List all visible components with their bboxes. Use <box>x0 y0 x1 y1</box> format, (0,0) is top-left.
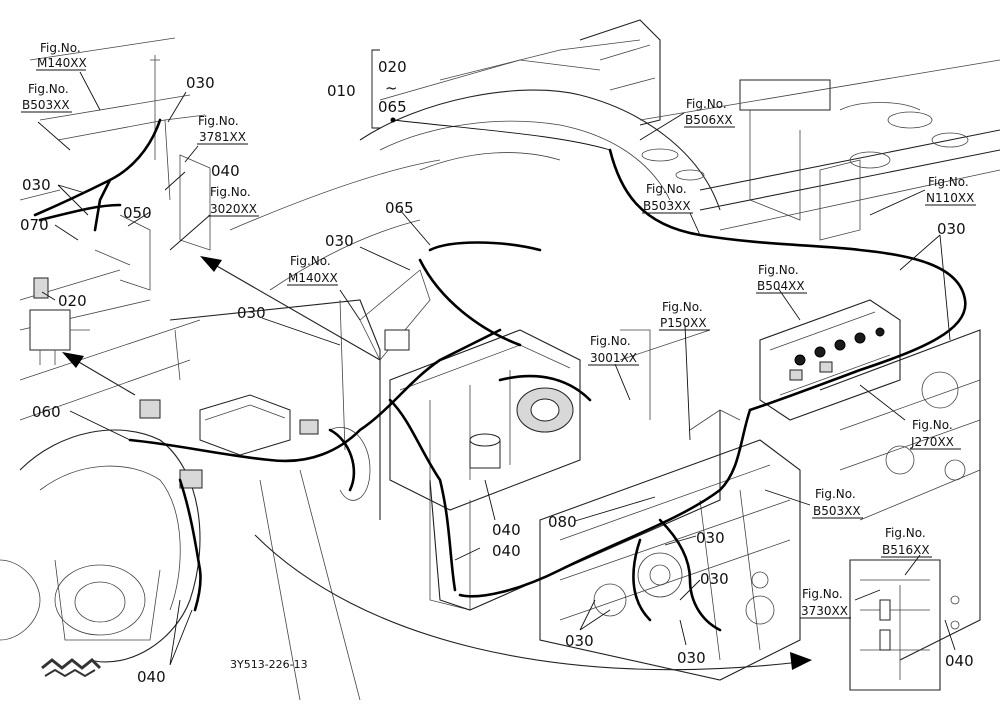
drawing-code: 3Y513-226-13 <box>230 658 308 671</box>
background-line-art <box>0 19 1000 701</box>
part-label-010: 010 <box>327 82 356 100</box>
fig-prefix: Fig.No. <box>802 587 843 601</box>
part-label-080: 080 <box>548 513 577 531</box>
part-label-020: 020 <box>58 292 87 310</box>
fig-ref-b504: B504XX <box>757 279 805 293</box>
harness-wires <box>33 118 967 632</box>
fig-prefix: Fig.No. <box>928 175 969 189</box>
fig-prefix: Fig.No. <box>686 97 727 111</box>
part-label-030-right: 030 <box>937 220 966 238</box>
fig-prefix: Fig.No. <box>28 82 69 96</box>
fig-prefix: Fig.No. <box>815 487 856 501</box>
fig-prefix: Fig.No. <box>662 300 703 314</box>
fig-ref-3781: 3781XX <box>199 130 246 144</box>
leader-lines <box>37 49 956 666</box>
fig-prefix: Fig.No. <box>198 114 239 128</box>
fig-ref-p150: P150XX <box>660 316 707 330</box>
direction-arrows <box>62 256 812 671</box>
range-tilde: ~ <box>385 79 398 97</box>
part-label-040-center-lower: 040 <box>492 542 521 560</box>
part-label-030-left-center: 030 <box>237 304 266 322</box>
fig-ref-b503-lower: B503XX <box>813 504 861 518</box>
fig-ref-3020: 3020XX <box>210 202 257 216</box>
part-label-040-bottom-left: 040 <box>137 668 166 686</box>
part-label-030-center-right: 030 <box>696 529 725 547</box>
fig-prefix: Fig.No. <box>885 526 926 540</box>
logo-mark <box>41 657 102 678</box>
part-label-030-center: 030 <box>325 232 354 250</box>
part-label-030-top: 030 <box>186 74 215 92</box>
part-label-070: 070 <box>20 216 49 234</box>
fig-ref-m140-center: M140XX <box>288 271 338 285</box>
fig-ref-b506: B506XX <box>685 113 733 127</box>
fig-ref-b503-top-left: B503XX <box>22 98 70 112</box>
part-number-labels: 010 020 ~ 065 030 030 040 050 070 020 06… <box>20 58 974 686</box>
part-label-030-bottom: 030 <box>565 632 594 650</box>
part-label-040-top: 040 <box>211 162 240 180</box>
part-label-065-range-end: 065 <box>378 98 407 116</box>
fig-prefix: Fig.No. <box>758 263 799 277</box>
part-label-030-bottom-right: 030 <box>677 649 706 667</box>
fig-ref-n110: N110XX <box>926 191 974 205</box>
part-label-040-right: 040 <box>945 652 974 670</box>
part-label-030-lower-right: 030 <box>700 570 729 588</box>
fig-prefix: Fig.No. <box>40 41 81 55</box>
fig-prefix: Fig.No. <box>590 334 631 348</box>
part-label-050: 050 <box>123 204 152 222</box>
fig-ref-b516: B516XX <box>882 543 930 557</box>
fig-prefix: Fig.No. <box>210 185 251 199</box>
fig-ref-3730: 3730XX <box>801 604 848 618</box>
fig-prefix: Fig.No. <box>290 254 331 268</box>
fig-ref-3001: 3001XX <box>590 351 637 365</box>
fig-prefix: Fig.No. <box>912 418 953 432</box>
part-label-040-center: 040 <box>492 521 521 539</box>
fig-ref-j270: J270XX <box>910 435 954 449</box>
part-label-020-range-start: 020 <box>378 58 407 76</box>
fig-ref-b503-top-right: B503XX <box>643 199 691 213</box>
part-label-060: 060 <box>32 403 61 421</box>
fig-ref-m140-top: M140XX <box>37 56 87 70</box>
part-label-030-left: 030 <box>22 176 51 194</box>
figure-references: Fig.No. M140XX Fig.No. B503XX Fig.No. 37… <box>21 41 976 619</box>
fig-prefix: Fig.No. <box>646 182 687 196</box>
part-label-065: 065 <box>385 199 414 217</box>
